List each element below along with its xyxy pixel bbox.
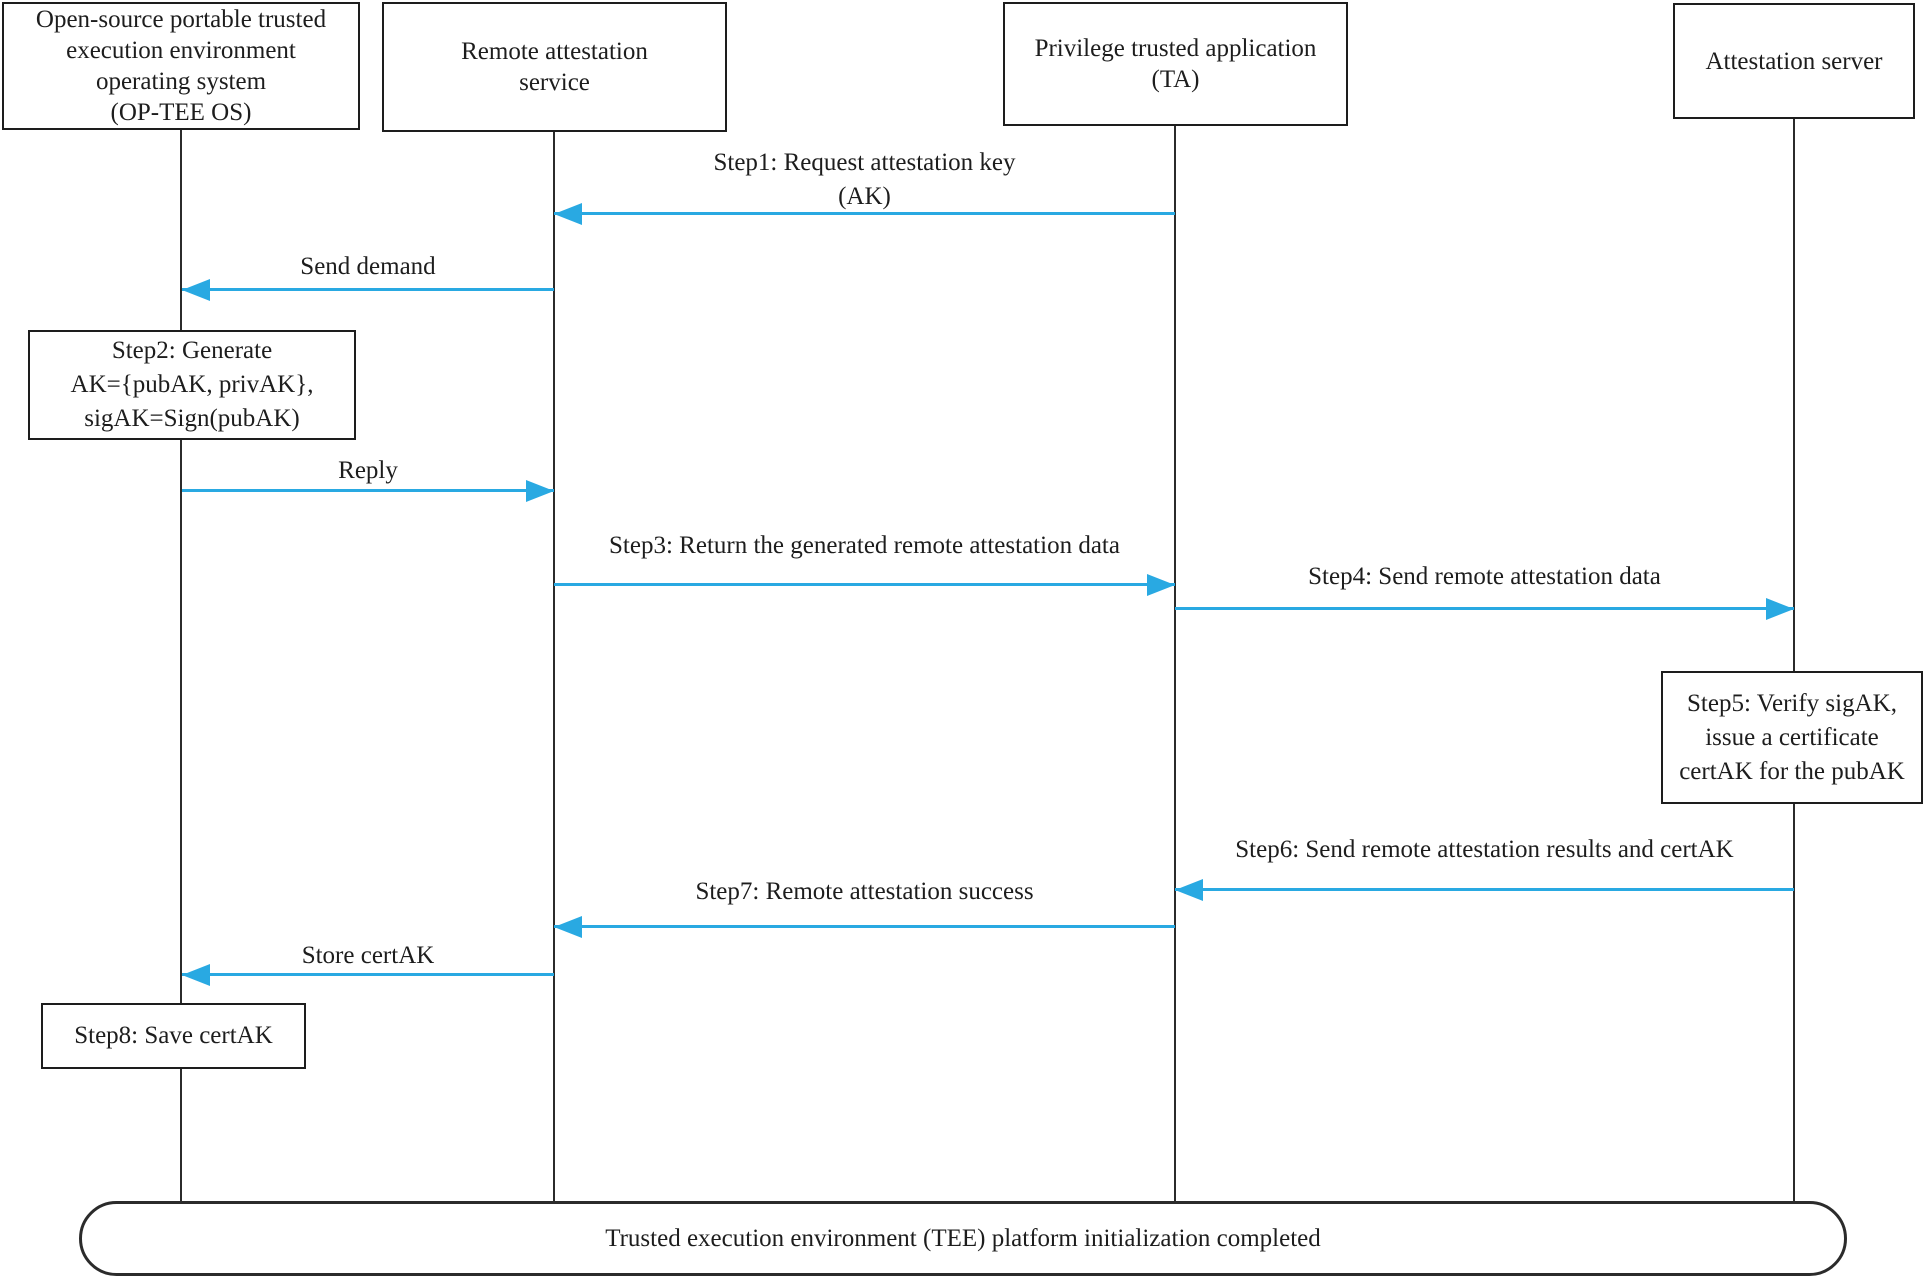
- message-line-step6: [1175, 888, 1794, 891]
- message-label-reply: Reply: [338, 457, 398, 484]
- message-label-step7: Step7: Remote attestation success: [695, 878, 1034, 905]
- arrowhead-left-icon: [554, 203, 582, 225]
- lifeline-privilege-trusted-application: [1174, 126, 1176, 1201]
- message-line-store-certak: [182, 973, 554, 976]
- note-line: issue a certificate: [1705, 723, 1879, 751]
- actor-label-line: Open-source portable trusted: [35, 6, 327, 33]
- actor-label-line: (OP-TEE OS): [110, 99, 252, 126]
- message-line-send-demand: [182, 288, 554, 291]
- arrowhead-right-icon: [1766, 598, 1794, 620]
- note-line: Step5: Verify sigAK,: [1687, 689, 1897, 717]
- lifeline-attestation-server: [1793, 119, 1795, 1201]
- actor-label-line: execution environment: [66, 37, 296, 64]
- actor-label-line: service: [519, 69, 590, 96]
- note-step2: Step2: Generate AK={pubAK, privAK}, sigA…: [28, 330, 356, 440]
- arrowhead-left-icon: [554, 916, 582, 938]
- message-label-line: Step1: Request attestation key: [713, 149, 1016, 176]
- message-label-step1: Step1: Request attestation key (AK): [554, 146, 1175, 214]
- message-line-reply: [182, 489, 554, 492]
- actor-op-tee-os: Open-source portable trusted execution e…: [2, 2, 360, 130]
- lifeline-op-tee-os: [180, 130, 182, 1201]
- actor-label-line: Remote attestation: [461, 38, 648, 65]
- note-line: Step2: Generate: [111, 337, 273, 364]
- message-label-step4: Step4: Send remote attestation data: [1308, 563, 1661, 590]
- message-label-line: (AK): [838, 183, 891, 210]
- actor-label-line: Attestation server: [1705, 47, 1883, 75]
- footer-label: Trusted execution environment (TEE) plat…: [605, 1224, 1321, 1252]
- actor-label-line: operating system: [95, 68, 267, 95]
- message-line-step7: [554, 925, 1175, 928]
- actor-label-line: (TA): [1151, 66, 1200, 93]
- footer-note: Trusted execution environment (TEE) plat…: [79, 1201, 1847, 1276]
- note-step5: Step5: Verify sigAK, issue a certificate…: [1661, 671, 1923, 804]
- message-label-step3: Step3: Return the generated remote attes…: [609, 532, 1120, 559]
- note-line: sigAK=Sign(pubAK): [84, 405, 300, 432]
- actor-remote-attestation-service: Remote attestation service: [382, 2, 727, 132]
- note-line: AK={pubAK, privAK},: [70, 371, 314, 398]
- arrowhead-right-icon: [526, 480, 554, 502]
- arrowhead-left-icon: [182, 964, 210, 986]
- message-label-step6: Step6: Send remote attestation results a…: [1235, 836, 1734, 863]
- message-label-send-demand: Send demand: [300, 253, 436, 280]
- message-line-step1: [554, 212, 1175, 215]
- message-line-step3: [554, 583, 1175, 586]
- actor-attestation-server: Attestation server: [1673, 3, 1915, 119]
- arrowhead-right-icon: [1147, 574, 1175, 596]
- arrowhead-left-icon: [182, 279, 210, 301]
- message-label-store-certak: Store certAK: [301, 942, 435, 969]
- actor-label-line: Privilege trusted application: [1034, 35, 1317, 62]
- actor-privilege-trusted-application: Privilege trusted application (TA): [1003, 2, 1348, 126]
- lifeline-remote-attestation-service: [553, 132, 555, 1201]
- note-step8: Step8: Save certAK: [41, 1003, 306, 1069]
- note-line: certAK for the pubAK: [1679, 757, 1905, 785]
- arrowhead-left-icon: [1175, 879, 1203, 901]
- message-line-step4: [1175, 607, 1794, 610]
- note-line: Step8: Save certAK: [74, 1022, 273, 1049]
